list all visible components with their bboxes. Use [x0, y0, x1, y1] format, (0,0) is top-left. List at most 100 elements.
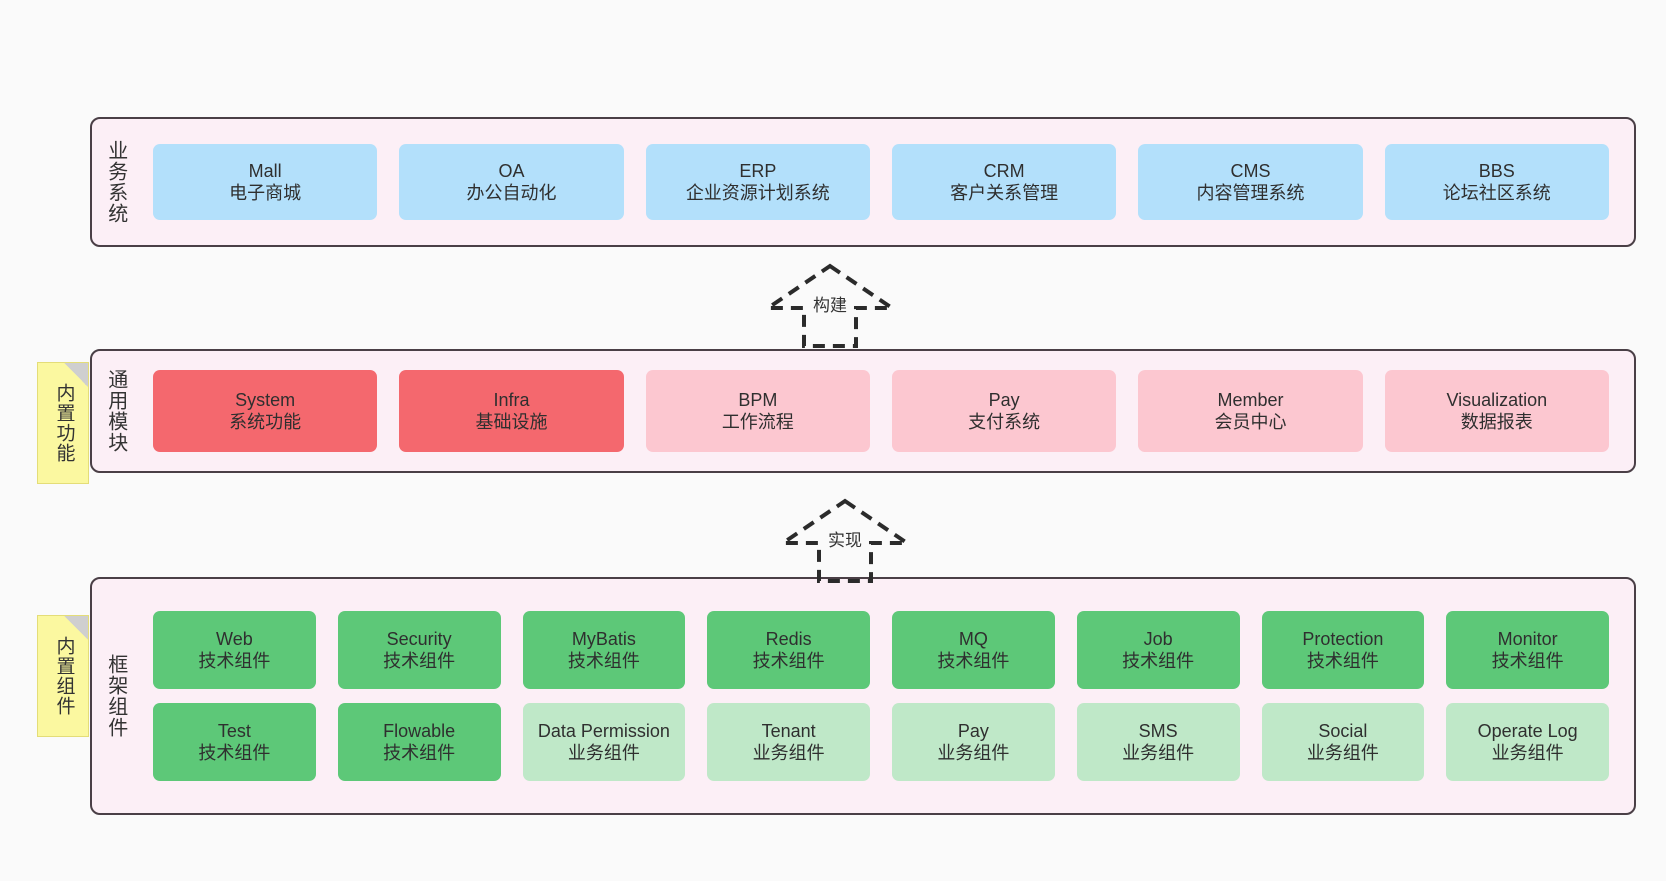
card-subtitle: 会员中心 [1214, 412, 1287, 432]
card-title: Web [216, 628, 253, 649]
card-subtitle: 电子商城 [229, 183, 302, 203]
card-subtitle: 办公自动化 [466, 183, 557, 203]
card-title: BPM [738, 389, 778, 410]
note-fold-corner-icon [64, 363, 88, 387]
card-title: OA [498, 160, 525, 181]
card-subtitle: 技术组件 [383, 651, 456, 671]
card-subtitle: 业务组件 [567, 743, 640, 763]
connector-build-label: 构建 [810, 290, 850, 317]
card-title: Social [1318, 720, 1368, 741]
card-subtitle: 技术组件 [937, 651, 1010, 671]
card-subtitle: 技术组件 [567, 651, 640, 671]
card-title: ERP [739, 160, 777, 181]
card-title: System [235, 389, 296, 410]
card-subtitle: 业务组件 [1491, 743, 1564, 763]
card-subtitle: 技术组件 [198, 651, 271, 671]
card-title: MQ [958, 628, 988, 649]
connector-implement: 实现 [775, 495, 915, 583]
card-title: Test [217, 720, 251, 741]
card-subtitle: 内容管理系统 [1196, 183, 1305, 203]
card-subtitle: 数据报表 [1460, 412, 1533, 432]
build-arrow-icon [761, 263, 899, 348]
card-title: Protection [1302, 628, 1384, 649]
card-subtitle: 业务组件 [752, 743, 825, 763]
note-builtin-components: 内置组件 [37, 615, 89, 737]
card-subtitle: 工作流程 [721, 412, 794, 432]
card-subtitle: 业务组件 [1122, 743, 1195, 763]
card-subtitle: 论坛社区系统 [1442, 183, 1551, 203]
card-title: CRM [983, 160, 1025, 181]
card-title: Pay [988, 389, 1020, 410]
layer-title-framework-components: 框架组件 [104, 654, 127, 738]
card-title: Pay [957, 720, 989, 741]
layer-title-business-systems: 业务系统 [104, 140, 127, 224]
card-title: Flowable [383, 720, 456, 741]
card-title: Data Permission [537, 720, 670, 741]
note-fold-corner-icon [64, 616, 88, 640]
card-subtitle: 技术组件 [198, 743, 271, 763]
layer-title-common-modules: 通用模块 [104, 369, 127, 453]
card-title: Job [1143, 628, 1173, 649]
card-subtitle: 系统功能 [229, 412, 302, 432]
card-title: Mall [248, 160, 282, 181]
card-subtitle: 技术组件 [383, 743, 456, 763]
connector-build: 构建 [760, 260, 900, 348]
card-subtitle: 基础设施 [475, 412, 548, 432]
card-title: Security [386, 628, 452, 649]
card-title: MyBatis [571, 628, 636, 649]
card-title: BBS [1478, 160, 1515, 181]
card-subtitle: 支付系统 [968, 412, 1041, 432]
card-title: Visualization [1446, 389, 1548, 410]
card-subtitle: 技术组件 [752, 651, 825, 671]
card-subtitle: 技术组件 [1306, 651, 1379, 671]
card-subtitle: 客户关系管理 [950, 183, 1059, 203]
card-subtitle: 技术组件 [1122, 651, 1195, 671]
note-builtin-functions: 内置功能 [37, 362, 89, 484]
card-title: Monitor [1497, 628, 1558, 649]
card-subtitle: 技术组件 [1491, 651, 1564, 671]
card-title: CMS [1230, 160, 1271, 181]
card-title: Infra [493, 389, 530, 410]
connector-implement-label: 实现 [825, 525, 865, 552]
card-title: Member [1217, 389, 1284, 410]
note-builtin-functions-label: 内置功能 [53, 383, 75, 463]
card-title: Operate Log [1477, 720, 1578, 741]
implement-arrow-icon [776, 498, 914, 583]
